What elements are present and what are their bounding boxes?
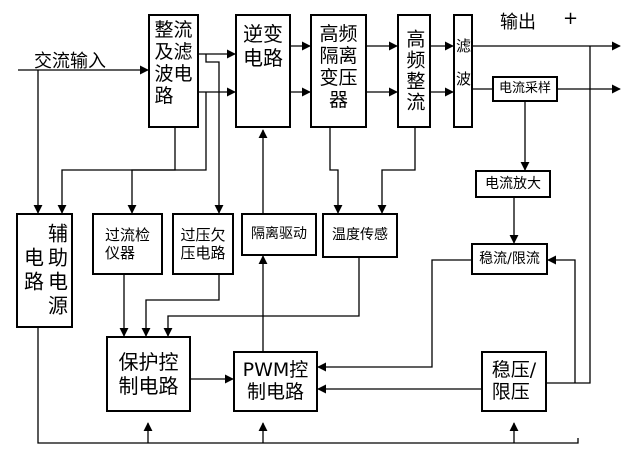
current-regulator-label: 稳流/限流 xyxy=(479,250,540,267)
hf-transformer-line: 隔离 xyxy=(319,44,358,67)
overcurrent-detector-line: 过流检 xyxy=(104,226,150,244)
hf-rectifier-block: 高频整流 xyxy=(397,14,431,128)
aux-power-block: 辅助电源电路 xyxy=(16,213,73,328)
pwm-control-line: PWM控 xyxy=(242,358,309,381)
temperature-sensor-label: 温度传感 xyxy=(332,227,388,244)
rectifier-filter-line: 整流 xyxy=(154,19,193,41)
inverter-line: 电路 xyxy=(243,46,283,70)
current-sampling-label: 电流采样 xyxy=(498,81,551,97)
temperature-sensor-block: 温度传感 xyxy=(322,213,398,258)
regulator-to-pwm xyxy=(317,259,471,372)
filter-label: 滤波 xyxy=(454,38,472,104)
hf-transformer-line: 器 xyxy=(328,88,348,111)
rectifier-filter-line: 波电 xyxy=(154,62,193,85)
hf-transformer-line: 变压 xyxy=(319,66,358,89)
protection-control-block: 保护控 制电路 xyxy=(106,336,191,412)
rectifier-filter-line: 及滤 xyxy=(154,40,193,63)
xfmr-to-temp xyxy=(329,128,343,214)
voltage-sense-line xyxy=(547,46,591,384)
current-amplifier-label: 电流放大 xyxy=(485,175,541,192)
voltage-regulator-block: 稳压/ 限压 xyxy=(481,351,547,412)
overcurrent-detector-line: 仪器 xyxy=(104,244,135,262)
pwm-control-line: 制电路 xyxy=(246,380,304,403)
current-regulator-block: 稳流/限流 xyxy=(471,243,548,275)
hf-transformer-block: 高频 隔离 变压 器 xyxy=(310,14,367,128)
over-under-voltage-line: 压电路 xyxy=(180,244,226,262)
over-under-voltage-line: 过压欠 xyxy=(180,226,226,244)
rectifier-filter-block: 整流 及滤 波电 路 xyxy=(148,14,199,128)
hf-transformer-line: 高频 xyxy=(319,23,358,45)
overcurrent-detector-block: 过流检 仪器 xyxy=(92,213,163,275)
filter-block: 滤波 xyxy=(453,14,473,128)
inverter-line: 逆变 xyxy=(243,22,283,46)
overvoltage-to-protection xyxy=(141,275,220,337)
ac-input-label: 交流输入 xyxy=(34,51,106,72)
voltage-regulator-line: 稳压/ xyxy=(491,358,537,381)
isolation-driver-block: 隔离驱动 xyxy=(241,213,317,256)
rectifier-filter-line: 路 xyxy=(154,84,174,107)
aux-power-label: 辅助电源电路 xyxy=(20,222,69,319)
temp-to-protection xyxy=(163,258,360,337)
protection-control-line: 制电路 xyxy=(118,374,179,398)
current-amplifier-block: 电流放大 xyxy=(475,170,551,198)
output-plus-label: + xyxy=(563,8,579,29)
over-under-voltage-block: 过压欠 压电路 xyxy=(172,213,234,275)
inverter-block: 逆变 电路 xyxy=(235,14,291,128)
pwm-control-block: PWM控 制电路 xyxy=(233,351,318,412)
current-sampling-block: 电流采样 xyxy=(492,76,558,102)
protection-control-line: 保护控 xyxy=(118,350,179,374)
rect-tap-aux xyxy=(57,128,176,214)
hfrect-to-temp xyxy=(377,128,416,214)
voltage-regulator-line: 限压 xyxy=(491,380,530,403)
isolation-driver-label: 隔离驱动 xyxy=(251,226,307,243)
aux-power-bus xyxy=(37,328,579,444)
voltage-feedback-regulator xyxy=(547,255,576,383)
hf-rectifier-label: 高频整流 xyxy=(403,29,426,113)
output-label: 输出 xyxy=(500,12,536,33)
rect-tap-top xyxy=(205,54,224,214)
